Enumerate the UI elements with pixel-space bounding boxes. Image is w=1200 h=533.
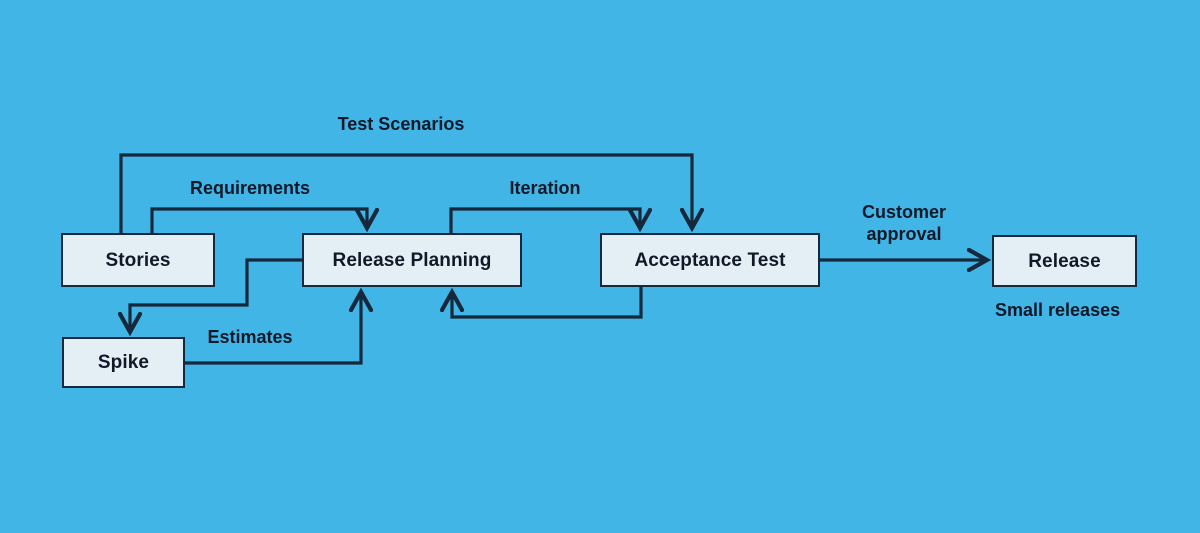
edge-label-requirements: Requirements bbox=[189, 178, 311, 198]
node-release[interactable]: Release bbox=[992, 235, 1137, 287]
node-spike[interactable]: Spike bbox=[62, 337, 185, 388]
node-release-planning-label: Release Planning bbox=[332, 249, 492, 271]
edge-label-iteration: Iteration bbox=[509, 178, 581, 198]
edge-label-estimates: Estimates bbox=[207, 327, 293, 347]
node-release-planning[interactable]: Release Planning bbox=[302, 233, 522, 287]
edge-label-test-scenarios: Test Scenarios bbox=[337, 114, 465, 134]
node-release-label: Release bbox=[1028, 250, 1101, 272]
edge-label-customer-approval: Customer approval bbox=[861, 202, 946, 244]
node-acceptance-test-label: Acceptance Test bbox=[634, 249, 786, 271]
connector-iteration bbox=[449, 207, 640, 233]
note-small-releases: Small releases bbox=[995, 300, 1121, 320]
node-stories-label: Stories bbox=[105, 249, 171, 271]
connector-iteration-feedback bbox=[452, 287, 643, 319]
node-acceptance-test[interactable]: Acceptance Test bbox=[600, 233, 820, 287]
node-spike-label: Spike bbox=[97, 352, 150, 373]
node-stories[interactable]: Stories bbox=[61, 233, 215, 287]
connector-requirements bbox=[150, 207, 367, 233]
